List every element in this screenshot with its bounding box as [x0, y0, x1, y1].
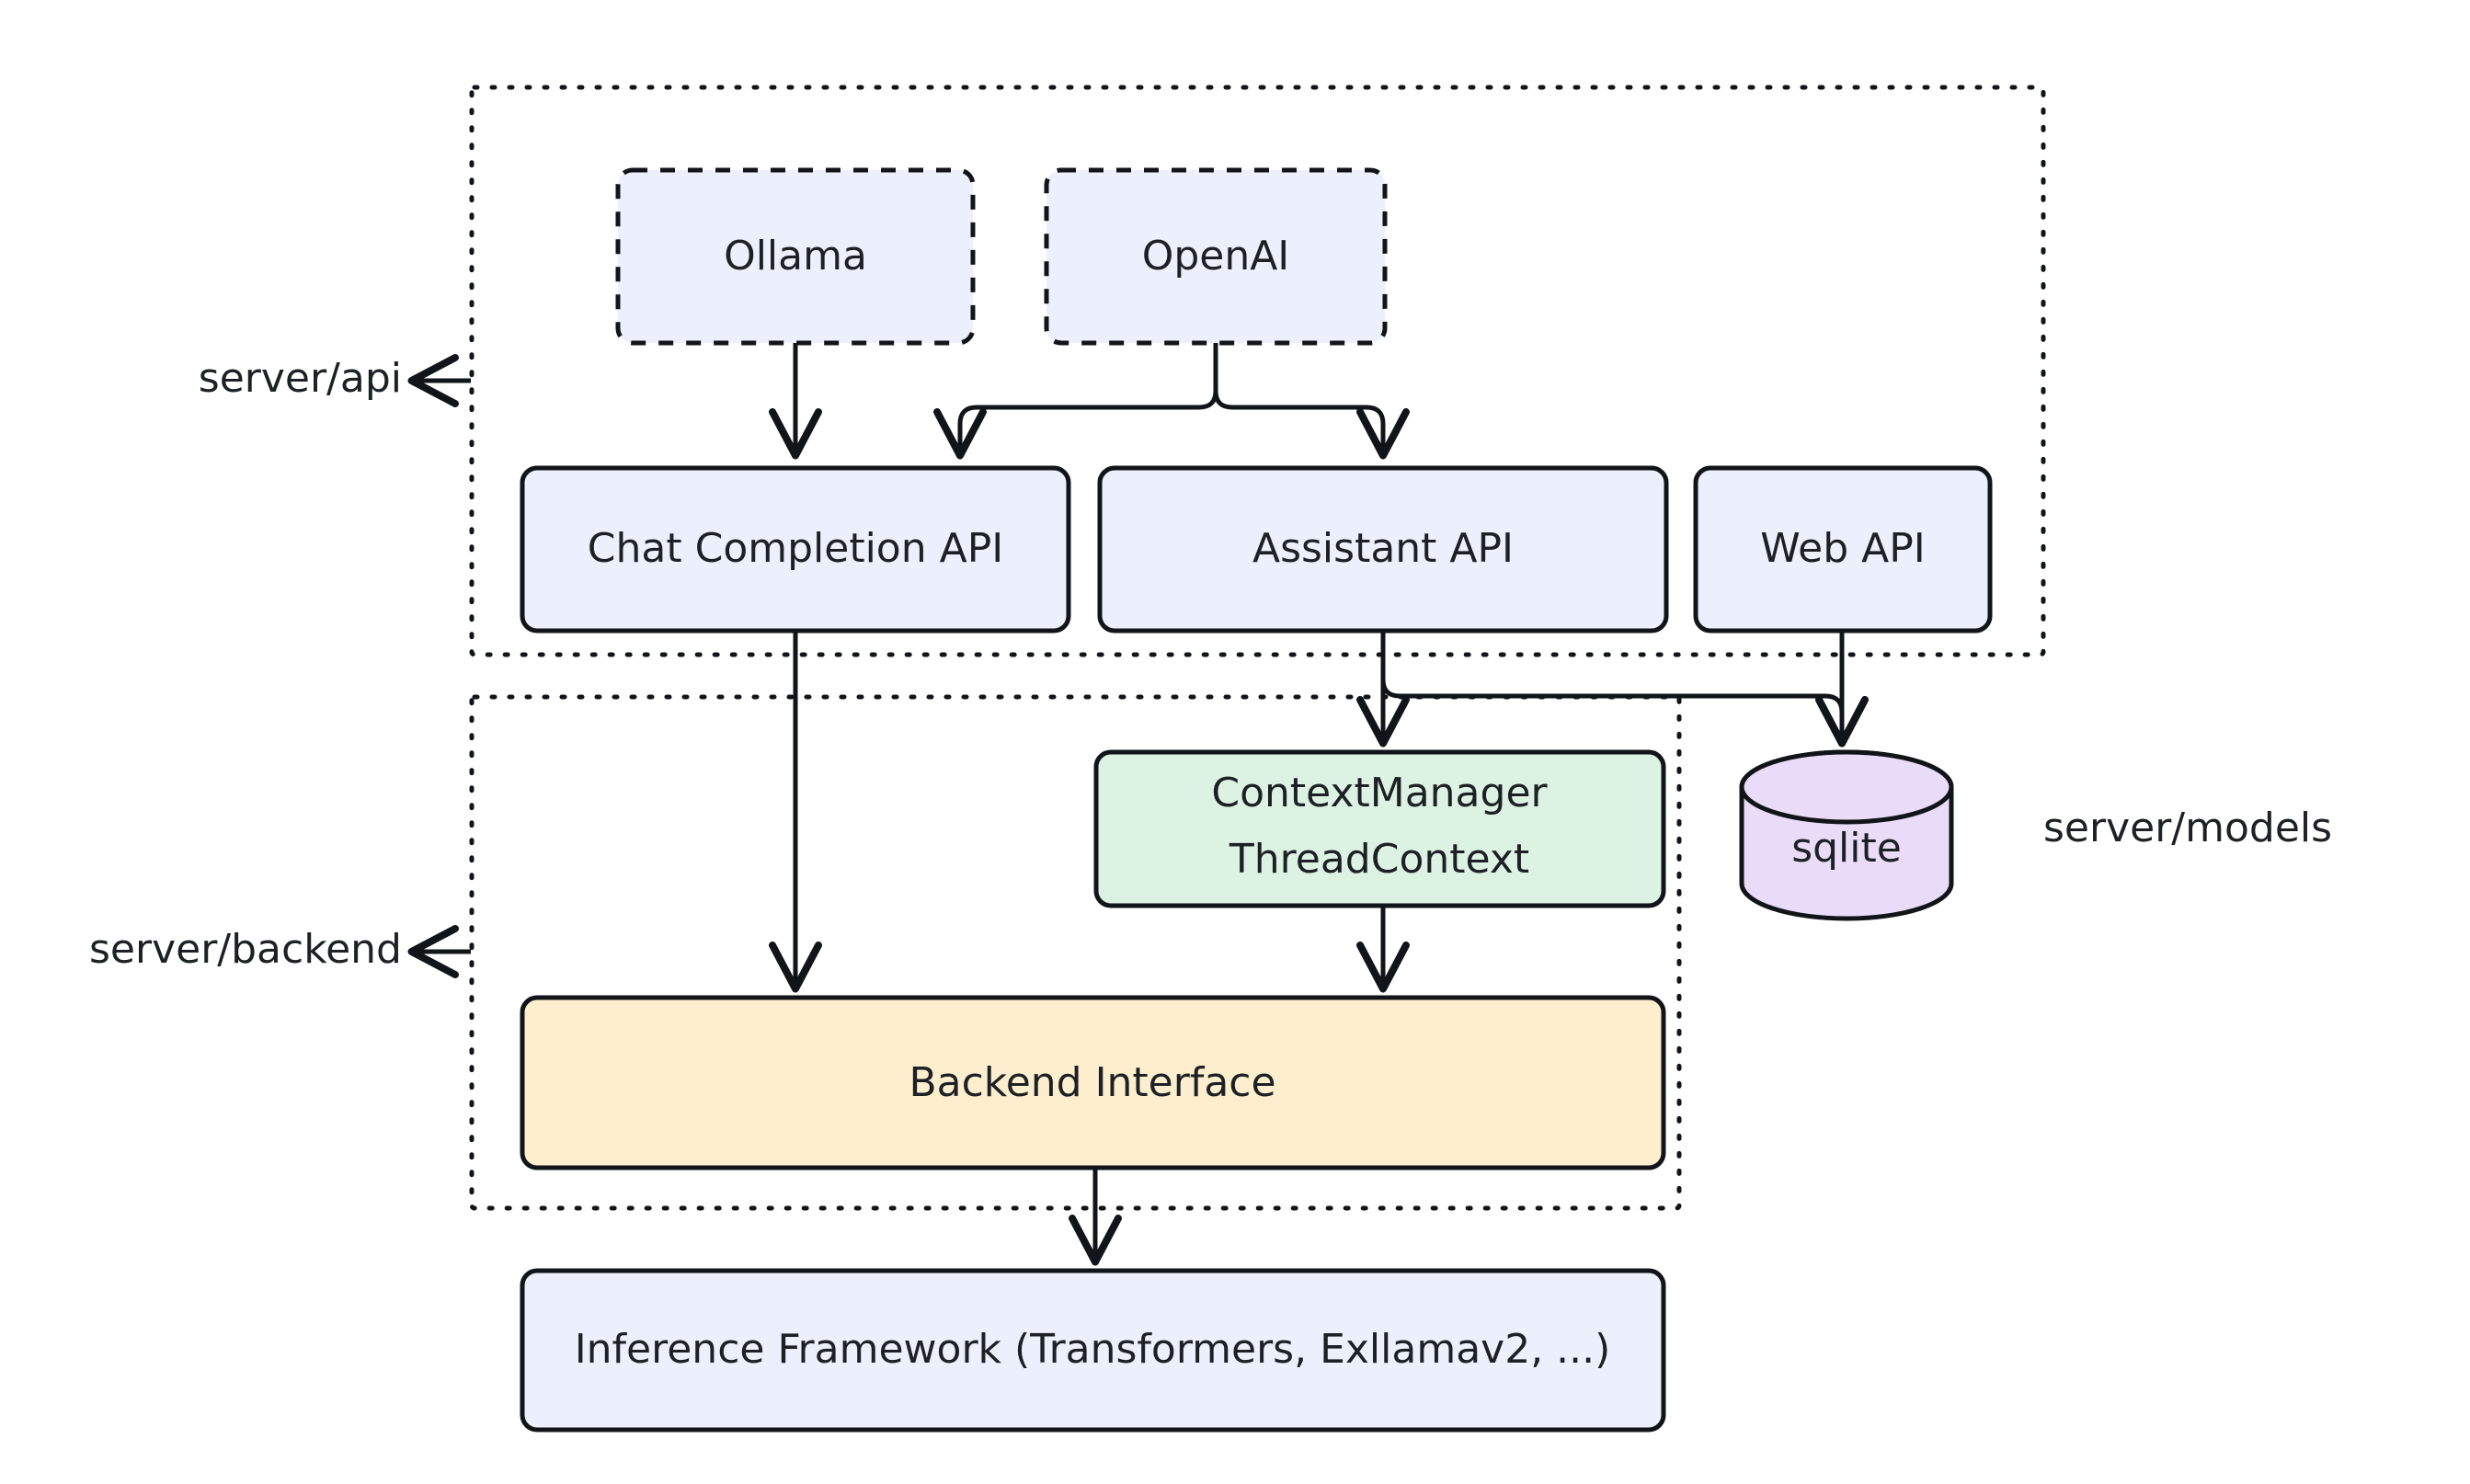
group-label-server-models: server/models [2043, 805, 2332, 851]
node-context-manager[interactable]: ContextManager ThreadContext [1093, 749, 1666, 908]
node-web-api-shape[interactable] [1693, 465, 1993, 634]
node-chat-completion-api[interactable]: Chat Completion API [520, 465, 1071, 634]
node-context-manager-label-line2: ThreadContext [1229, 836, 1529, 883]
node-inference-framework-label: Inference Framework (Transformers, Exlla… [575, 1326, 1611, 1373]
node-sqlite[interactable]: sqlite [1739, 749, 1954, 921]
edge-openai-to-chat-api [933, 343, 1218, 460]
group-label-server-api: server/api [199, 355, 402, 402]
node-web-api-label: Web API [1760, 525, 1926, 572]
node-context-manager-label-line1: ContextManager [1211, 770, 1548, 816]
node-inference-framework-shape[interactable] [520, 1268, 1666, 1433]
node-openai-label: OpenAI [1142, 233, 1290, 280]
node-sqlite-label: sqlite [1791, 825, 1902, 872]
node-openai-shape[interactable] [1044, 167, 1388, 346]
node-assistant-api-label: Assistant API [1252, 525, 1514, 572]
node-inference-framework[interactable]: Inference Framework (Transformers, Exlla… [520, 1268, 1666, 1433]
node-assistant-api-shape[interactable] [1097, 465, 1669, 634]
node-sqlite-top-ellipse [1739, 749, 1954, 825]
group-label-server-backend: server/backend [89, 926, 402, 973]
node-backend-interface-label: Backend Interface [909, 1059, 1275, 1106]
node-chat-completion-api-label: Chat Completion API [588, 525, 1003, 572]
group-server-api [469, 85, 2046, 657]
node-ollama-shape[interactable] [615, 167, 976, 346]
node-openai[interactable]: OpenAI [1044, 167, 1388, 346]
node-chat-completion-api-shape[interactable] [520, 465, 1071, 634]
node-backend-interface-shape[interactable] [520, 995, 1666, 1170]
node-assistant-api[interactable]: Assistant API [1097, 465, 1669, 634]
node-backend-interface[interactable]: Backend Interface [520, 995, 1666, 1170]
edge-openai-to-assistant-api [1213, 343, 1410, 460]
edge-assistant-api-to-sqlite [1380, 631, 1869, 748]
node-context-manager-shape[interactable] [1093, 749, 1666, 908]
node-web-api[interactable]: Web API [1693, 465, 1993, 634]
node-ollama-label: Ollama [724, 233, 867, 280]
node-ollama[interactable]: Ollama [615, 167, 976, 346]
